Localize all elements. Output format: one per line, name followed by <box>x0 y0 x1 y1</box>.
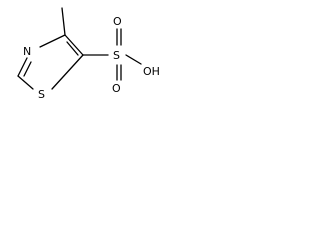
bond-n3-c2-inner <box>23 61 32 77</box>
atom-sulfur-ring: S <box>38 88 45 101</box>
bond-s-oh <box>125 54 142 65</box>
bond-methyl <box>61 7 66 36</box>
bond-c4-c5 <box>64 34 84 56</box>
bond-c2-s1 <box>17 75 34 90</box>
atom-oxygen-top: O <box>113 15 122 28</box>
bond-s1-c5 <box>51 54 84 90</box>
chemical-structure: N S S O O OH <box>17 7 160 101</box>
bond-c4-n3 <box>39 34 66 48</box>
atom-hydroxyl: OH <box>143 65 160 78</box>
bond-c4-c5-inner <box>66 41 79 56</box>
atom-oxygen-bottom: O <box>112 82 121 95</box>
bond-n3-c2 <box>17 57 28 77</box>
atom-nitrogen: N <box>23 45 31 58</box>
atom-sulfur-sulfonyl: S <box>113 49 120 62</box>
